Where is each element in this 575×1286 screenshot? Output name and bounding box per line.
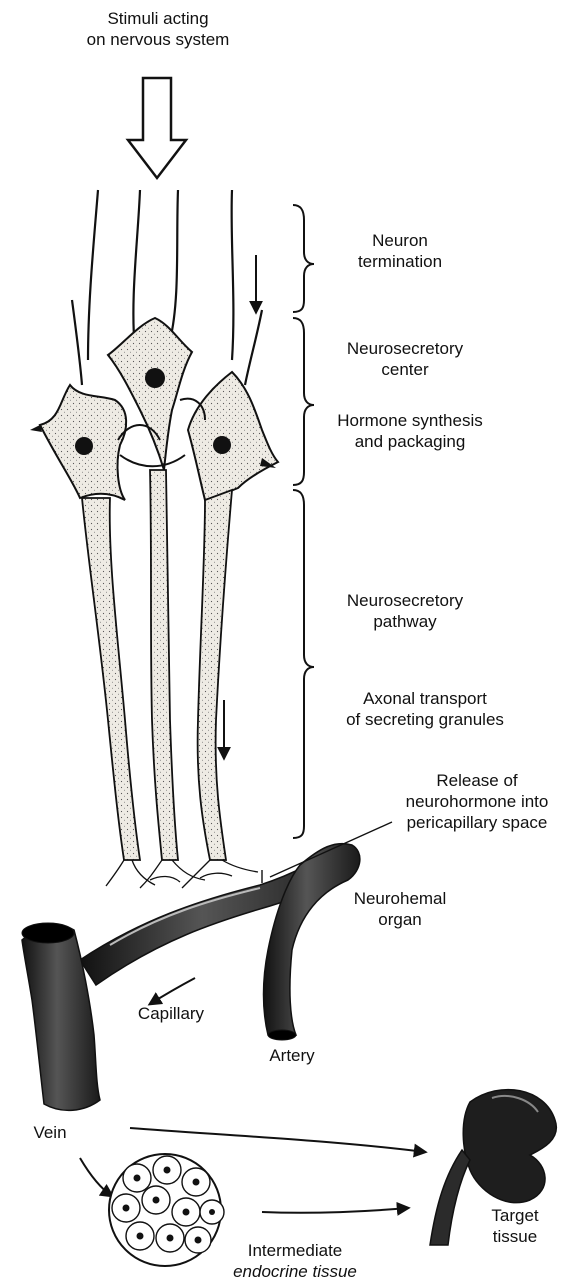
label-release: Release of neurohormone into pericapilla… xyxy=(382,770,572,833)
brace-termination xyxy=(293,205,314,312)
label-target-tissue: Target tissue xyxy=(470,1205,560,1247)
nucleus-center xyxy=(145,368,165,388)
arrow-vein-to-target xyxy=(130,1128,425,1152)
label-axonal-transport: Axonal transport of secreting granules xyxy=(325,688,525,730)
arrow-capillary-flow xyxy=(150,978,195,1004)
label-artery: Artery xyxy=(252,1045,332,1066)
label-intermediate-endocrine-tissue: Intermediate endocrine tissue xyxy=(210,1240,380,1282)
blood-vessels xyxy=(22,844,360,1111)
axon-right xyxy=(198,490,232,860)
label-neurosecretory-pathway: Neurosecretory pathway xyxy=(320,590,490,632)
brace-center xyxy=(293,318,314,485)
stimulus-arrow xyxy=(128,78,186,178)
label-neurosecretory-center: Neurosecretory center xyxy=(320,338,490,380)
label-vein: Vein xyxy=(20,1122,80,1143)
axon-left xyxy=(82,498,140,860)
axon-bundle xyxy=(82,470,258,888)
nucleus-left xyxy=(75,437,93,455)
brace-pathway xyxy=(293,490,314,838)
braces xyxy=(293,205,314,838)
cell-center xyxy=(108,318,192,470)
vein-vessel xyxy=(22,926,100,1111)
label-hormone-synthesis: Hormone synthesis and packaging xyxy=(320,410,500,452)
label-neuron-termination: Neuron termination xyxy=(335,230,465,272)
label-stimuli: Stimuli acting on nervous system xyxy=(78,8,238,50)
label-capillary: Capillary xyxy=(126,1003,216,1024)
axon-center xyxy=(150,470,178,860)
flow-arrows xyxy=(80,255,425,1213)
intermediate-endocrine-tissue xyxy=(109,1154,224,1266)
arrow-intermediate-to-target xyxy=(262,1208,408,1213)
cell-right xyxy=(188,372,278,500)
label-neurohemal-organ: Neurohemal organ xyxy=(340,888,460,930)
nucleus-right xyxy=(213,436,231,454)
arrow-vein-to-intermediate xyxy=(80,1158,112,1196)
artery-vessel xyxy=(264,844,360,1035)
